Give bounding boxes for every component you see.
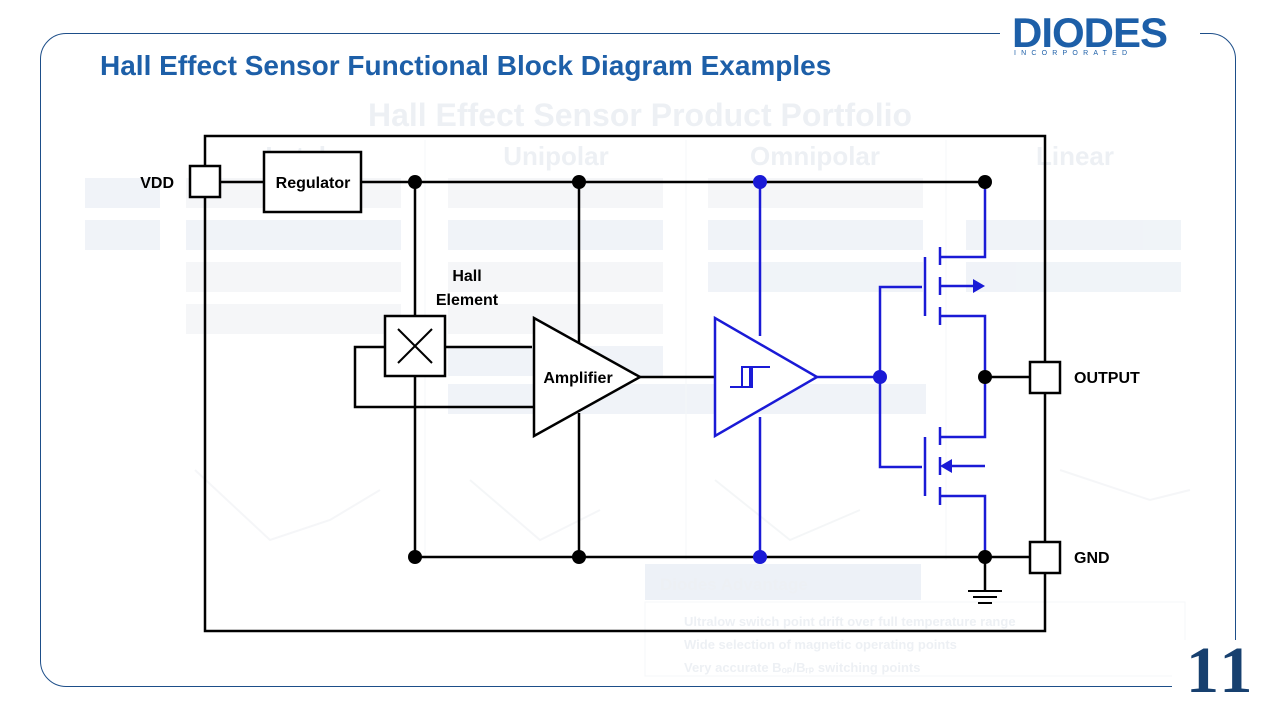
- hysteresis-loop-icon: [730, 366, 770, 388]
- pmos-arrow-icon: [973, 279, 985, 293]
- ghost-col-unipolar: Unipolar: [503, 141, 608, 171]
- gnd-label: GND: [1074, 550, 1110, 567]
- slide-frame: [40, 33, 1236, 687]
- black-wiring: [220, 180, 1030, 590]
- ghost-advantage-item-1: Ultralow switch point drift over full te…: [684, 614, 1016, 629]
- hall-element-cross-icon: [397, 328, 433, 364]
- regulator-block: [262, 150, 363, 214]
- regulator-label: Regulator: [276, 175, 351, 192]
- junction-dots: [408, 175, 992, 564]
- output-label: OUTPUT: [1074, 370, 1140, 387]
- ground-icon: [968, 590, 1002, 604]
- hall-element-label-line1: Hall: [452, 268, 481, 285]
- ghost-advantage-heading: Diodes Advantage: [660, 575, 808, 594]
- vdd-pin: [188, 164, 222, 199]
- comparator-block: [713, 315, 820, 439]
- slide-title: Hall Effect Sensor Functional Block Diag…: [100, 50, 832, 81]
- output-pin: [1028, 360, 1062, 395]
- page-number: 11: [1186, 634, 1257, 707]
- gnd-pin: [1028, 540, 1062, 575]
- vdd-label: VDD: [140, 175, 174, 192]
- diodes-logo-tagline: INCORPORATED: [1014, 50, 1133, 57]
- ghost-col-linear: Linear: [1036, 141, 1114, 171]
- blue-wiring: [758, 182, 987, 557]
- nmos-arrow-icon: [940, 459, 952, 473]
- ghost-advantage-item-2: Wide selection of magnetic operating poi…: [684, 637, 957, 652]
- hall-element-label-line2: Element: [436, 292, 499, 309]
- page-number-backdrop: [1172, 640, 1272, 710]
- ghost-title: Hall Effect Sensor Product Portfolio: [368, 97, 912, 133]
- ghost-col-omnipolar: Omnipolar: [750, 141, 880, 171]
- logo-backdrop: [1000, 14, 1200, 60]
- diodes-logo: DIODES: [1012, 9, 1168, 56]
- amplifier-block: [532, 315, 643, 439]
- ghost-advantage-item-3: Very accurate Bₒₚ/Bᵣₚ switching points: [684, 660, 920, 675]
- amplifier-label: Amplifier: [543, 370, 612, 387]
